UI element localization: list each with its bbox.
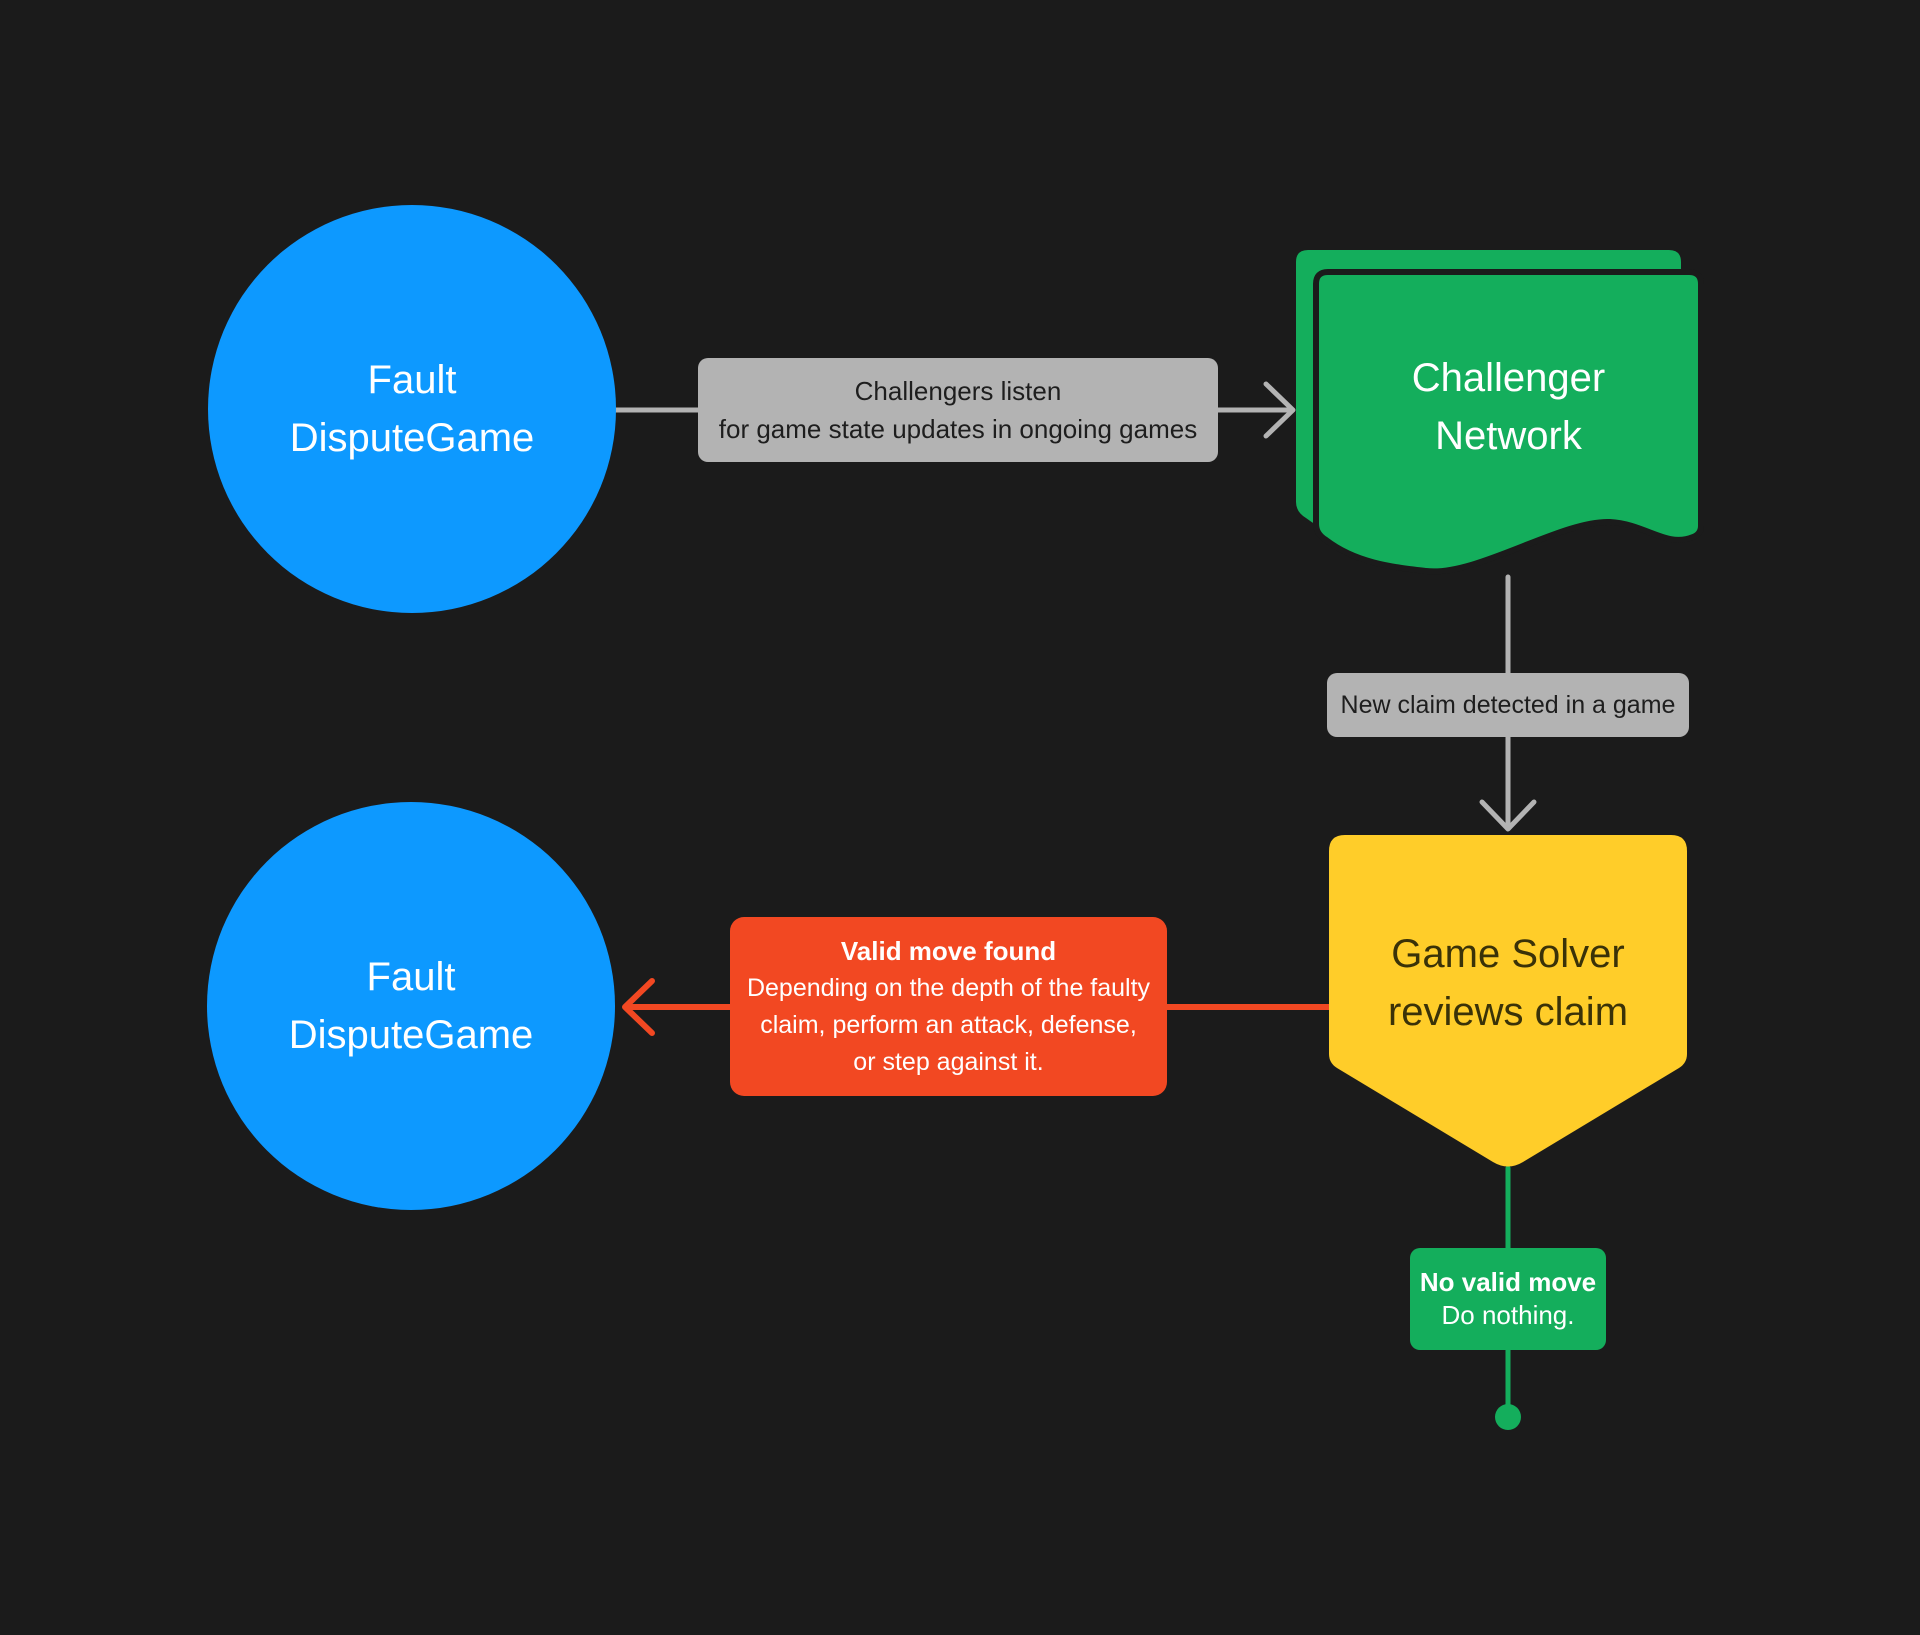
pentagon-shape <box>1329 835 1687 1167</box>
connector-label-new-claim: New claim detected in a game <box>1327 673 1689 737</box>
node-fault-dispute-game-bottom: Fault DisputeGame <box>207 802 615 1210</box>
arrow-right-icon <box>1263 381 1296 439</box>
branch-body-line: Do nothing. <box>1441 1300 1575 1330</box>
node-game-solver-shape <box>1329 835 1687 1167</box>
arrow-down-icon <box>1479 799 1537 832</box>
connector-label-line: New claim detected in a game <box>1340 690 1676 719</box>
branch-label-valid-move: Valid move found Depending on the depth … <box>730 917 1167 1096</box>
connector-label-line: for game state updates in ongoing games <box>718 414 1198 444</box>
node-label-line: Fault <box>366 955 456 999</box>
arrow-left-icon <box>622 978 655 1036</box>
terminal-dot <box>1495 1404 1521 1430</box>
branch-title: No valid move <box>1419 1267 1597 1297</box>
connector-label-line: Challengers listen <box>854 376 1062 406</box>
branch-body-line: or step against it. <box>853 1047 1044 1076</box>
branch-body-line: claim, perform an attack, defense, <box>760 1010 1137 1039</box>
node-challenger-network-shape <box>1296 250 1704 575</box>
node-label-line: DisputeGame <box>289 416 535 460</box>
branch-label-no-valid-move: No valid move Do nothing. <box>1410 1248 1606 1350</box>
node-fault-dispute-game-top: Fault DisputeGame <box>208 205 616 613</box>
node-label-line: Fault <box>367 358 457 402</box>
branch-title: Valid move found <box>840 935 1057 966</box>
branch-body-line: Depending on the depth of the faulty <box>746 973 1151 1002</box>
connector-label-challengers-listen: Challengers listen for game state update… <box>698 358 1218 462</box>
node-label-line: DisputeGame <box>288 1013 534 1057</box>
document-front-page <box>1313 269 1704 575</box>
